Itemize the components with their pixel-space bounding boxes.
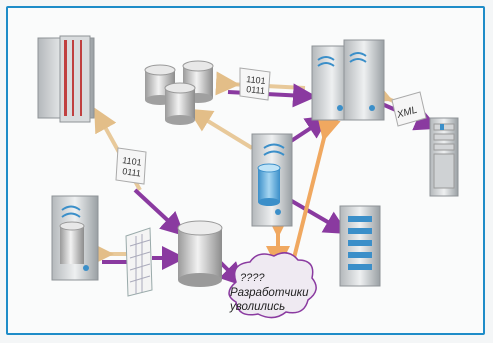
arrow-center-to-cluster (187, 108, 254, 150)
database-icon (177, 220, 223, 287)
binary-left-line1: 1101 (122, 155, 143, 168)
arrow-topserver-to-cloud (292, 115, 341, 259)
cloud-icon (228, 252, 317, 319)
cloud-question-text: ???? (240, 272, 265, 284)
tower-server-icon (51, 195, 99, 281)
server-pair-top-icon (311, 39, 385, 121)
binary-document-left-icon (115, 147, 147, 185)
firewall-icon (125, 227, 153, 297)
arrow-tower-to-firewall (90, 242, 128, 266)
binary-left-line2: 0111 (122, 166, 142, 179)
binary-top-line1: 1101 (246, 74, 266, 86)
storage-cluster-icon (144, 60, 214, 125)
rack-server-icon (339, 205, 381, 287)
central-server-icon (251, 133, 293, 227)
cloud-caption: Разработчики уволились (230, 276, 320, 314)
mainframe-server-icon (37, 35, 95, 123)
xml-document-icon (391, 91, 427, 127)
blade-server-icon (429, 117, 459, 197)
cloud-caption-line2: уволились (230, 301, 286, 313)
cloud-caption-line1: Разработчики (230, 287, 309, 299)
arrow-center-to-rack (288, 198, 349, 235)
binary-top-line2: 0111 (246, 84, 266, 96)
binary-document-top-icon (239, 67, 271, 101)
